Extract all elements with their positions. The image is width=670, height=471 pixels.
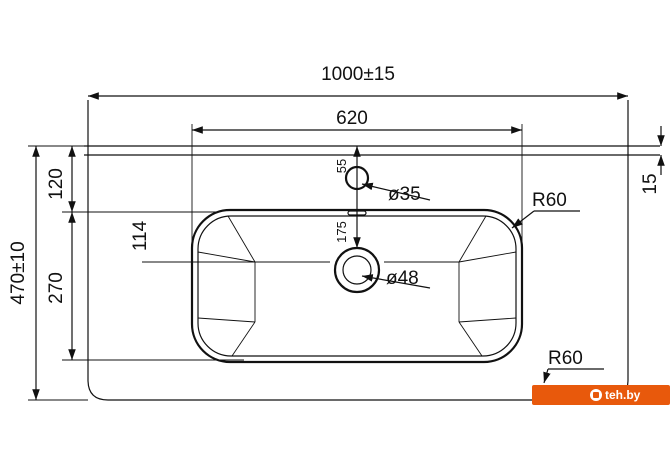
brand-label: teh.by xyxy=(605,388,641,402)
basin-facet xyxy=(458,321,483,357)
basin-facet xyxy=(458,251,517,263)
drain-offset-label: 175 xyxy=(334,221,349,243)
overall-width-label: 1000±15 xyxy=(321,64,395,85)
basin-facet xyxy=(458,215,487,263)
drain-hole-label: ø48 xyxy=(386,268,419,289)
drain-inner xyxy=(342,255,372,285)
basin-facet xyxy=(231,321,256,357)
basin-depth-label: 270 xyxy=(46,272,67,304)
tap-hole-leader xyxy=(361,182,431,201)
overall-depth-label: 470±10 xyxy=(8,241,29,304)
basin-facet xyxy=(197,251,256,263)
basin-radius-arrow xyxy=(511,210,535,229)
tap-hole-label: ø35 xyxy=(388,184,421,205)
countertop-outline xyxy=(87,100,629,401)
corner-radius-arrow xyxy=(543,368,551,384)
basin-facet xyxy=(227,215,256,263)
top-offset-label: 120 xyxy=(46,168,67,200)
basin-radius-label: R60 xyxy=(532,190,567,211)
tap-offset-label: 55 xyxy=(334,159,349,173)
corner-radius-label: R60 xyxy=(548,348,583,369)
brand-logo-icon-mark xyxy=(593,392,599,398)
basin-width-label: 620 xyxy=(336,108,368,129)
drain-outer xyxy=(333,246,381,294)
side-offset-label: 114 xyxy=(130,220,151,251)
drain-leader xyxy=(361,274,431,289)
top-thickness-label: 15 xyxy=(640,173,661,194)
basin-facet xyxy=(197,317,256,323)
basin-facet xyxy=(458,317,517,323)
